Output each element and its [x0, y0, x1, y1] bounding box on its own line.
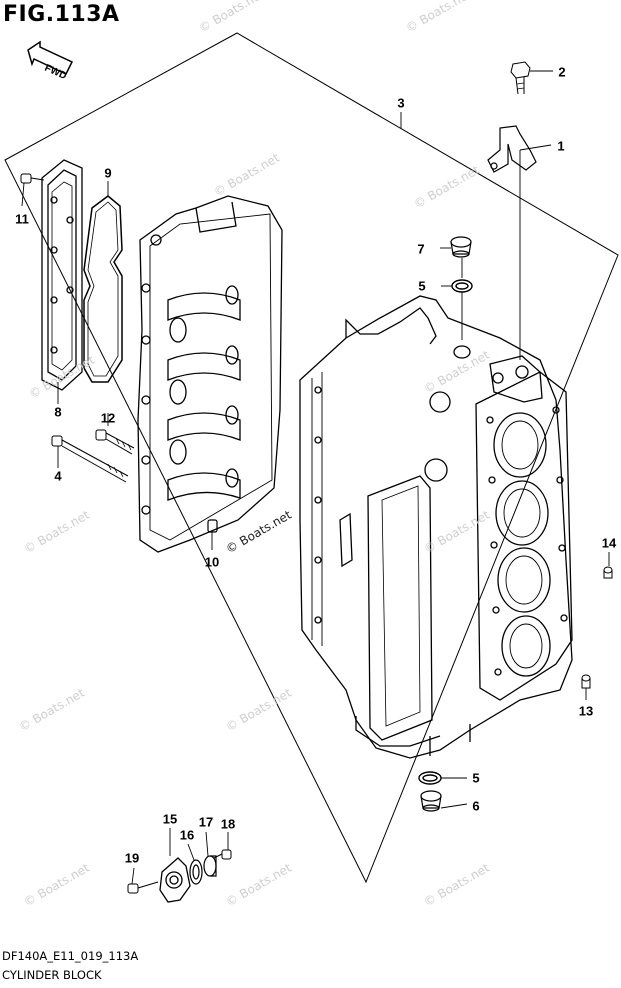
callout-6: 6 — [472, 798, 480, 814]
bolt-11 — [20, 173, 45, 184]
callout-8: 8 — [54, 404, 62, 420]
dowel-10 — [207, 519, 218, 533]
o-ring-5-top — [451, 279, 473, 293]
leader-lines — [21, 70, 610, 885]
plug-6 — [420, 790, 442, 812]
callout-15: 15 — [162, 811, 178, 827]
callout-16: 16 — [179, 827, 195, 843]
bolt-4 — [51, 435, 129, 483]
figure-code: DF140A_E11_019_113A — [2, 949, 139, 963]
crankcase-half — [137, 195, 283, 553]
callout-18: 18 — [220, 816, 236, 832]
bolt-12 — [95, 429, 135, 455]
callout-7: 7 — [417, 241, 425, 257]
valve-17 — [203, 855, 217, 877]
gasket-16 — [189, 859, 203, 885]
callout-5-bottom: 5 — [472, 770, 480, 786]
figure-title: FIG.113A — [3, 2, 120, 27]
gasket-9 — [83, 195, 123, 383]
callout-14: 14 — [601, 535, 617, 551]
callout-11: 11 — [15, 211, 29, 227]
callout-2: 2 — [558, 64, 566, 80]
cylinder-block — [299, 295, 573, 759]
bolt-19 — [127, 881, 159, 894]
callout-1: 1 — [557, 138, 565, 154]
figure-name: CYLINDER BLOCK — [2, 968, 102, 982]
bracket-1 — [487, 125, 537, 173]
cylinder-head-cover — [41, 159, 83, 391]
plug-7 — [450, 236, 472, 258]
screw-14 — [603, 566, 613, 579]
bolt-2 — [510, 61, 531, 95]
o-ring-5-bottom — [418, 771, 442, 785]
cover-15 — [159, 857, 191, 903]
callout-13: 13 — [578, 703, 594, 719]
callout-4: 4 — [54, 468, 62, 484]
callout-10: 10 — [204, 554, 220, 570]
bolt-18 — [213, 849, 232, 860]
assembly-box — [4, 32, 619, 884]
callout-19: 19 — [124, 850, 140, 866]
callout-12: 12 — [100, 410, 116, 426]
callout-3: 3 — [397, 95, 405, 111]
callout-17: 17 — [198, 814, 214, 830]
screw-13 — [581, 674, 591, 689]
callout-9: 9 — [104, 165, 112, 181]
callout-5-top: 5 — [418, 278, 426, 294]
fwd-arrow-icon: FWD — [27, 40, 74, 82]
